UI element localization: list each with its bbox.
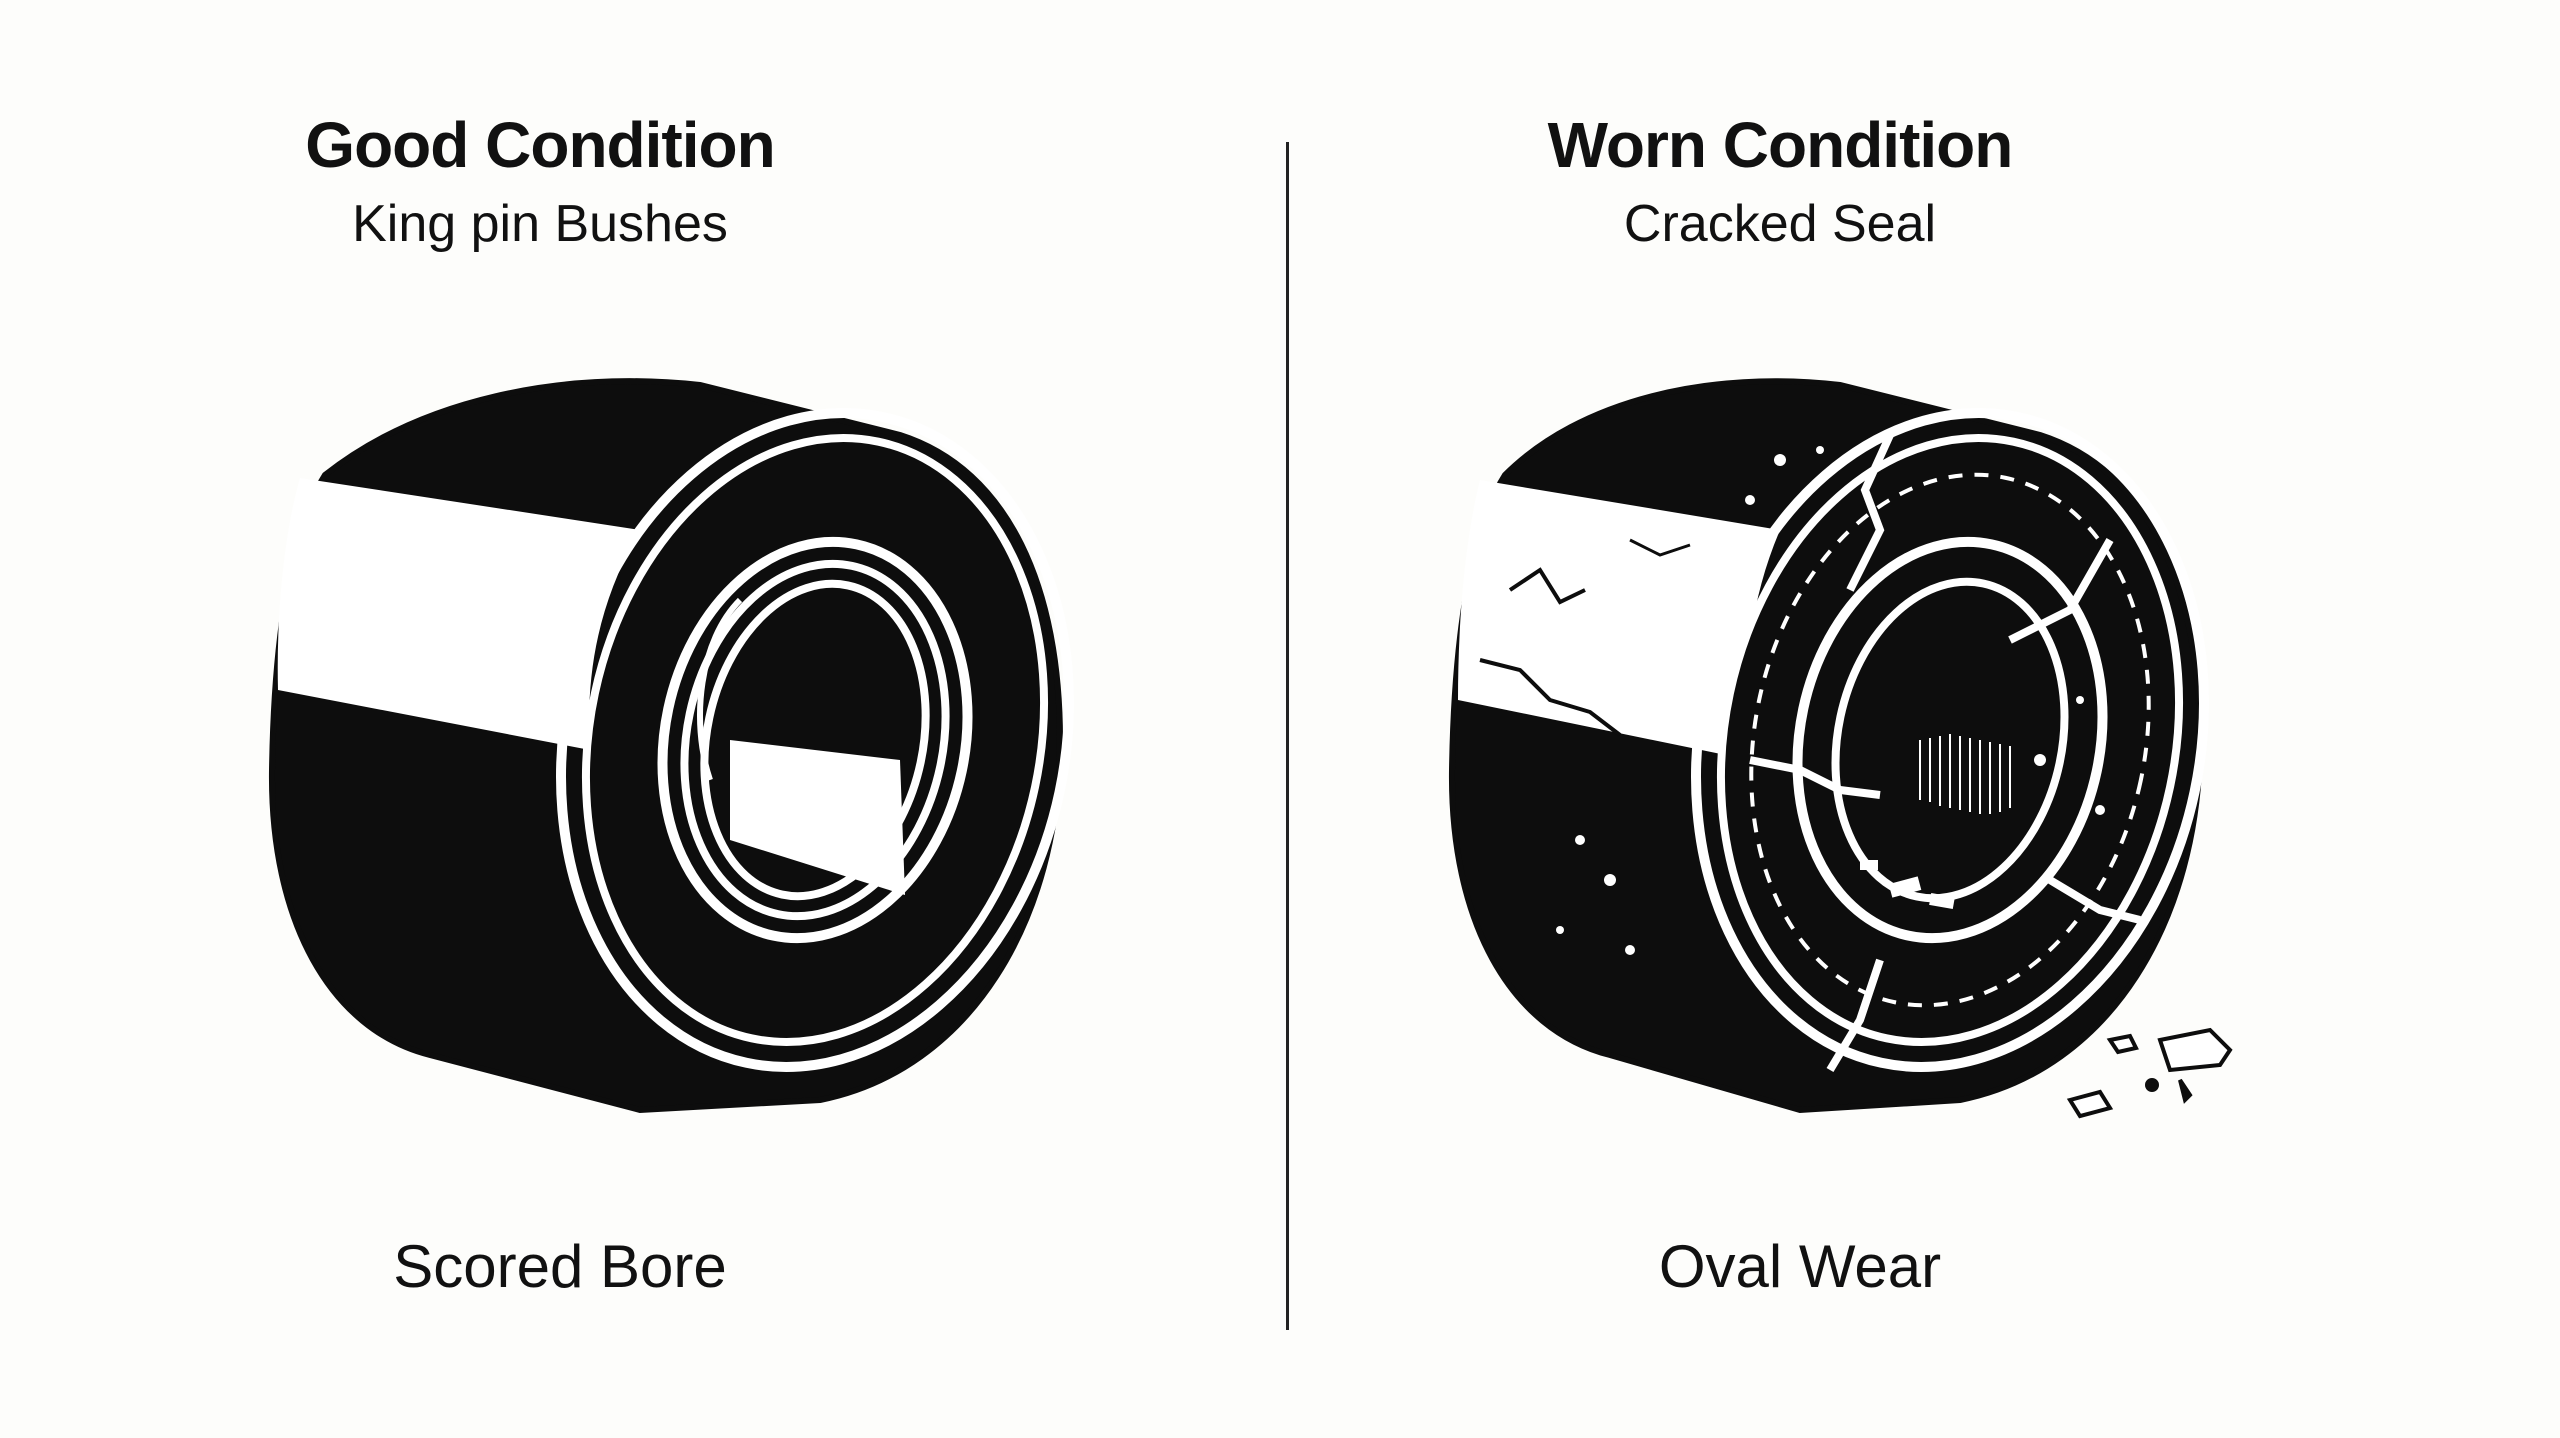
bushing-highlight-band	[277, 478, 640, 750]
intact-bushing-icon	[268, 378, 1074, 1114]
worn-condition-panel: Worn Condition Cracked Seal	[1280, 0, 2560, 1438]
worn-condition-caption: Oval Wear	[1658, 1233, 1942, 1300]
cracked-bushing-icon	[1448, 378, 2233, 1119]
good-condition-subtitle: King pin Bushes	[352, 195, 728, 253]
loose-fragments	[2066, 1027, 2233, 1119]
good-condition-caption: Scored Bore	[393, 1233, 727, 1300]
worn-condition-subtitle: Cracked Seal	[1623, 195, 1937, 253]
good-condition-panel: Good Condition King pin Bushes Scored Bo…	[268, 109, 1074, 1300]
good-condition-title: Good Condition	[305, 109, 775, 181]
bore-highlight	[730, 740, 905, 895]
worn-condition-title: Worn Condition	[1547, 109, 2014, 181]
panel-divider	[1286, 142, 1289, 1330]
